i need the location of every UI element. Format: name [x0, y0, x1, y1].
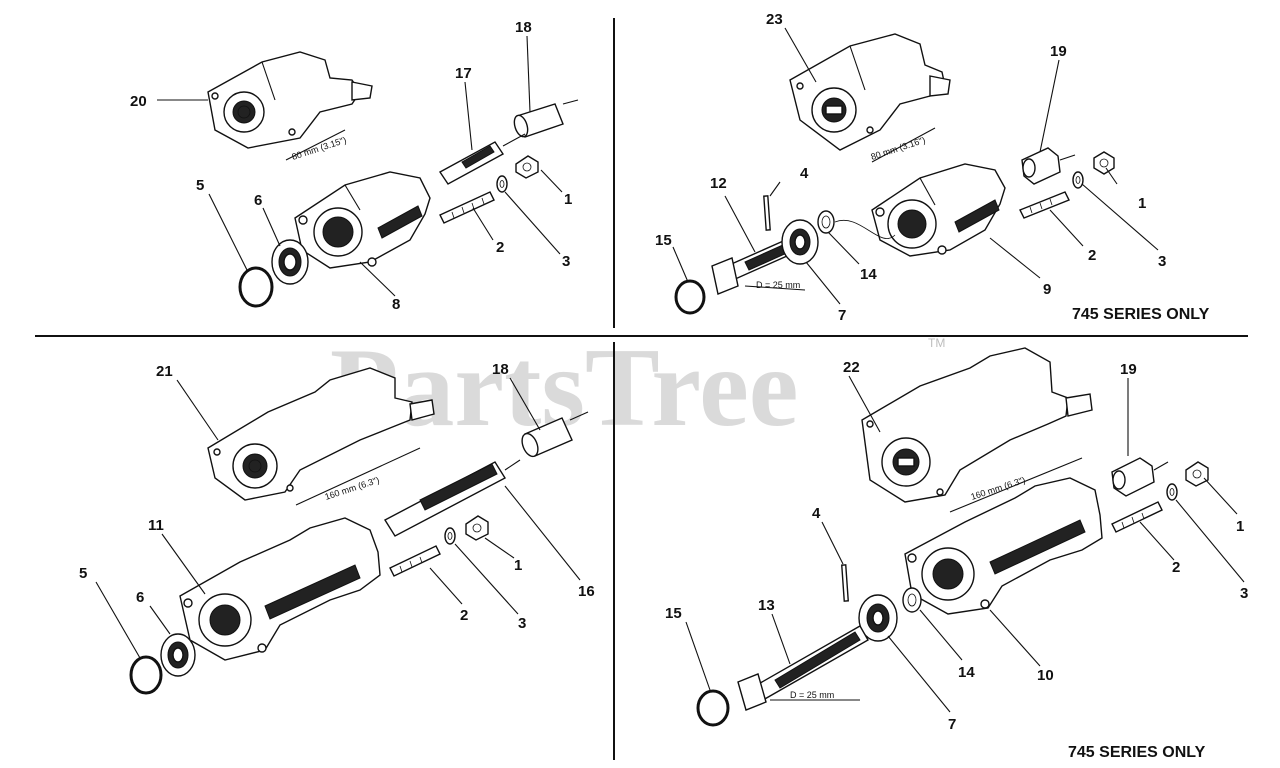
callout-12: 12 [710, 175, 727, 192]
callout-17: 17 [455, 65, 472, 82]
callout-11: 11 [148, 517, 164, 534]
part-2-stud-tr [1019, 191, 1070, 219]
callout-23: 23 [766, 11, 783, 28]
note-bottom-right: 745 SERIES ONLY [1068, 744, 1206, 761]
quadrant-top-left: 80 mm (3.15") [157, 35, 579, 308]
part-10-housing [904, 477, 1103, 615]
callout-labels: 20 18 17 1 2 3 5 6 8 23 19 12 4 15 14 7 … [79, 11, 1248, 733]
watermark-trademark: TM [928, 336, 945, 350]
quadrant-top-right: 80 mm (3.16") [672, 27, 1159, 315]
callout-7: 7 [838, 307, 846, 324]
part-12-shaft [711, 237, 797, 295]
part-4-pin-br [841, 564, 849, 602]
callout-19-br: 19 [1120, 361, 1137, 378]
callout-21: 21 [156, 363, 173, 380]
callout-6-bl: 6 [136, 589, 144, 606]
part-3-washer-bl [444, 527, 456, 545]
part-1-nut-br [1185, 461, 1209, 487]
part-5-ring [238, 266, 274, 308]
part-14-ring-br [902, 587, 922, 613]
callout-9: 9 [1043, 281, 1051, 298]
part-17-shaft [438, 133, 526, 185]
callout-18-bl: 18 [492, 361, 509, 378]
callout-2-br: 2 [1172, 559, 1180, 576]
part-1-nut [515, 155, 539, 179]
dim-top-right: 80 mm (3.16") [870, 135, 927, 162]
callout-15-br: 15 [665, 605, 682, 622]
callout-1-br: 1 [1236, 518, 1244, 535]
part-13-shaft [737, 625, 869, 711]
part-20-housing [207, 51, 373, 149]
callout-4: 4 [800, 165, 809, 182]
callout-6: 6 [254, 192, 262, 209]
callout-10: 10 [1037, 667, 1054, 684]
part-1-nut-tr [1093, 151, 1115, 175]
part-3-washer-tr [1072, 171, 1084, 189]
part-18-sleeve [513, 99, 579, 138]
callout-5: 5 [196, 177, 204, 194]
part-8-housing [294, 171, 431, 269]
quadrant-bottom-left: 160 mm (6.3") [95, 367, 589, 695]
callout-20: 20 [130, 93, 147, 110]
part-4-pin [763, 195, 771, 231]
part-3-washer [496, 175, 508, 193]
part-3-washer-br [1166, 483, 1178, 501]
callout-2-bl: 2 [460, 607, 468, 624]
part-15-ring [674, 279, 706, 315]
callout-14: 14 [860, 266, 877, 283]
callout-19: 19 [1050, 43, 1067, 60]
part-1-nut-bl [465, 515, 489, 541]
part-6-bearing-bl [160, 633, 196, 677]
callout-18: 18 [515, 19, 532, 36]
dim-bottom-right-shaft: D = 25 mm [790, 690, 834, 700]
part-14-ring [817, 210, 835, 234]
part-19-coupler [1021, 147, 1076, 185]
dim-top-right-shaft: D = 25 mm [756, 280, 800, 290]
callout-22: 22 [843, 359, 860, 376]
part-2-stud [439, 191, 495, 224]
part-15-ring-br [696, 689, 730, 727]
part-16-shaft [384, 459, 521, 537]
callout-3-tr: 3 [1158, 253, 1166, 270]
part-21-housing [207, 367, 435, 501]
callout-4-br: 4 [812, 505, 821, 522]
part-19-coupler-br [1111, 457, 1169, 497]
note-top-right: 745 SERIES ONLY [1072, 306, 1210, 323]
part-23-housing [789, 33, 951, 151]
callout-3-br: 3 [1240, 585, 1248, 602]
callout-13: 13 [758, 597, 775, 614]
part-22-housing [861, 347, 1093, 503]
callout-14-br: 14 [958, 664, 975, 681]
callout-7-br: 7 [948, 716, 956, 733]
callout-16: 16 [578, 583, 595, 600]
callout-5-bl: 5 [79, 565, 87, 582]
callout-1: 1 [564, 191, 572, 208]
callout-2: 2 [496, 239, 504, 256]
part-9-housing [871, 163, 1006, 257]
callout-8: 8 [392, 296, 400, 313]
callout-3-bl: 3 [518, 615, 526, 632]
part-7-bearing [781, 219, 819, 265]
part-2-stud-br [1111, 501, 1163, 533]
quadrant-bottom-right: 160 mm (6.3") [685, 347, 1245, 727]
callout-2-tr: 2 [1088, 247, 1096, 264]
callout-1-tr: 1 [1138, 195, 1146, 212]
part-2-stud-bl [389, 545, 441, 577]
dim-top-left: 80 mm (3.15") [291, 135, 348, 162]
callout-1-bl: 1 [514, 557, 522, 574]
part-7-bearing-br [858, 594, 898, 642]
part-6-bearing [271, 239, 309, 285]
part-11-housing [179, 517, 381, 661]
callout-3: 3 [562, 253, 570, 270]
callout-15: 15 [655, 232, 672, 249]
part-5-ring-bl [129, 655, 163, 695]
part-18-sleeve-bl [521, 411, 589, 458]
